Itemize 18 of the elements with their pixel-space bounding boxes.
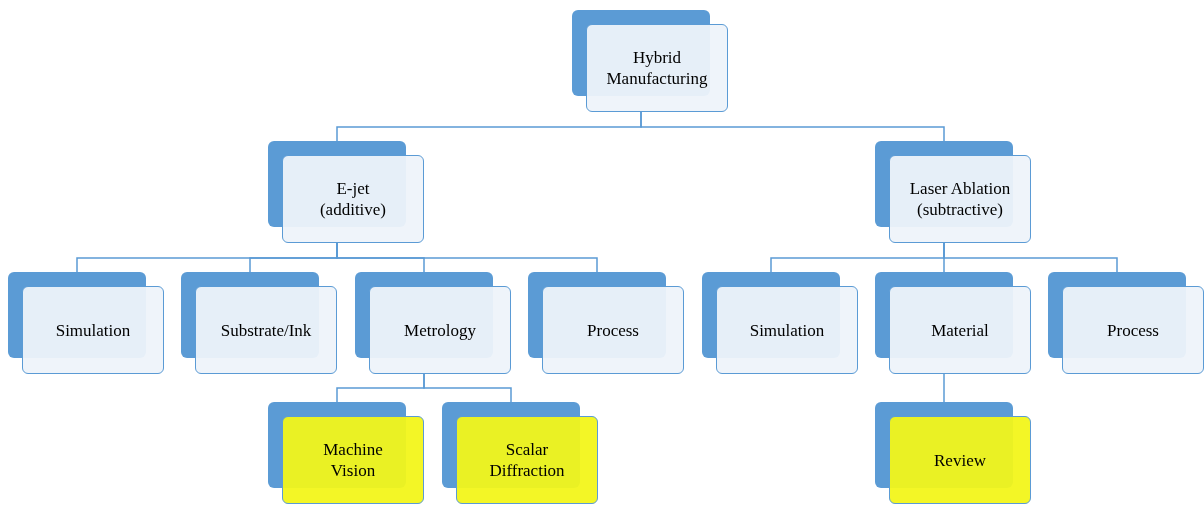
node-label: E-jet (additive) bbox=[318, 178, 388, 220]
node-label: Substrate/Ink bbox=[220, 319, 312, 341]
node-label: Metrology bbox=[404, 319, 476, 341]
node-label: Machine Vision bbox=[322, 439, 384, 481]
node-label: Hybrid Manufacturing bbox=[605, 47, 709, 89]
connector-line bbox=[943, 373, 945, 403]
node-label: Scalar Diffraction bbox=[488, 439, 566, 481]
node-label: Process bbox=[1107, 319, 1159, 341]
node-label: Review bbox=[934, 449, 986, 471]
connector-line bbox=[943, 242, 1118, 273]
connector-line bbox=[336, 242, 598, 273]
connector-line bbox=[640, 111, 945, 142]
node-label: Simulation bbox=[55, 319, 131, 341]
node-label: Material bbox=[931, 319, 989, 341]
node-label: Process bbox=[587, 319, 639, 341]
connector-line bbox=[423, 373, 512, 403]
node-label: Laser Ablation (subtractive) bbox=[908, 178, 1012, 220]
node-label: Simulation bbox=[749, 319, 825, 341]
